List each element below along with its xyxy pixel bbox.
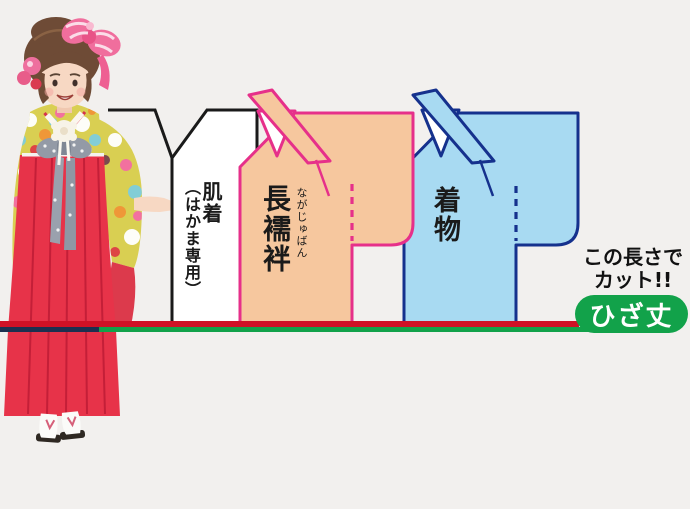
knee-length-badge: ひざ丈 — [575, 295, 688, 333]
kimono-shape — [402, 88, 580, 327]
cut-note-line1: この長さで — [583, 245, 683, 269]
pointing-hand — [134, 196, 178, 212]
hakama-skirt — [4, 155, 120, 416]
hadagi-shape — [108, 108, 259, 325]
cut-length-note: この長さで カット!! — [578, 246, 688, 292]
hair-bow — [61, 18, 121, 90]
cut-line-navy-segment — [0, 327, 99, 332]
nagajuban-shape — [238, 88, 415, 327]
hadagi-note: （はかま専用） — [182, 179, 201, 298]
cut-line-green — [99, 327, 591, 332]
nagajuban-furigana: ながじゅばん — [295, 187, 308, 259]
knee-length-badge-label: ひざ丈 — [589, 301, 674, 332]
chest-ribbon — [36, 137, 92, 250]
feet — [35, 411, 86, 443]
rosette-accessory — [51, 120, 77, 166]
nagajuban-label: 長襦袢 — [259, 184, 292, 274]
hair-flower — [17, 57, 42, 90]
cut-line-red — [0, 321, 579, 327]
kimono-label: 着物 — [429, 186, 460, 244]
hadagi-label: 肌着 — [199, 181, 223, 225]
cut-note-line2: カット!! — [593, 268, 673, 292]
